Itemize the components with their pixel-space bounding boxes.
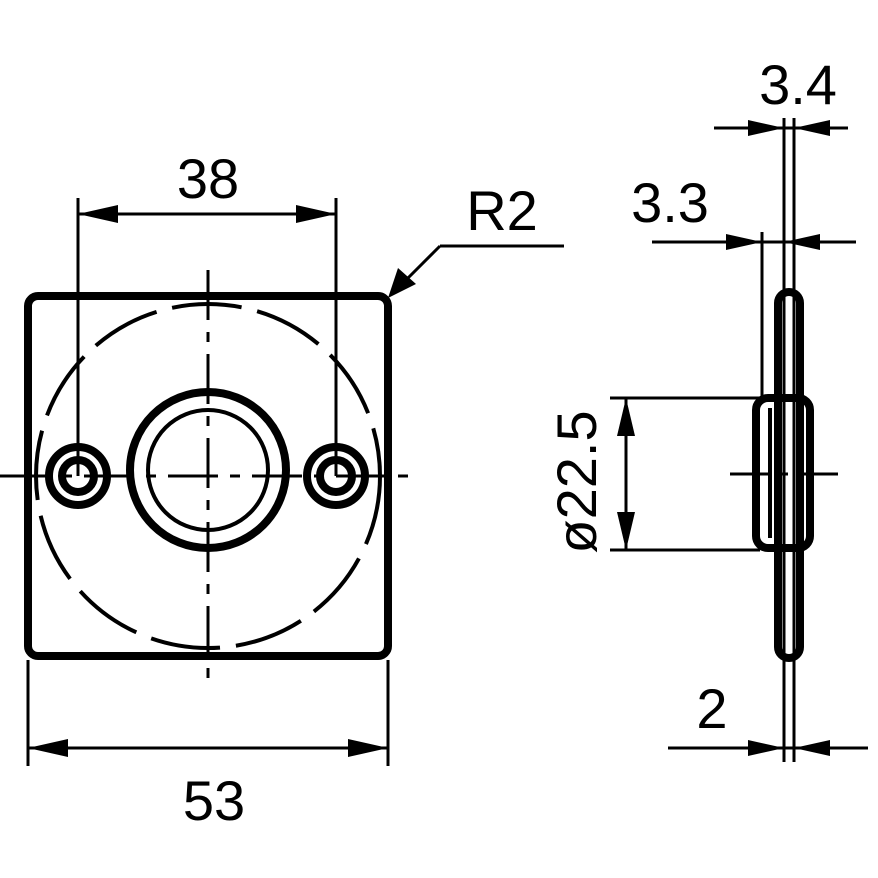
thickness-total-label: 3.4 [759,53,837,116]
front-view: 38 53 R2 [0,147,564,832]
dimension-thickness-total: 3.4 [714,53,848,136]
corner-radius-callout: R2 [388,179,564,298]
dimension-plate-thickness: 2 [668,677,868,756]
dimension-hole-spacing: 38 [76,147,338,476]
dimension-boss-diameter: ø22.5 [545,396,760,554]
thickness-offset-label: 3.3 [631,171,709,234]
dimension-thickness-offset: 3.3 [631,171,856,250]
dimension-overall-width: 53 [26,660,390,832]
plate-thickness-label: 2 [696,677,727,740]
overall-width-label: 53 [183,769,245,832]
boss-diameter-label: ø22.5 [545,410,608,553]
corner-radius-label: R2 [466,179,538,242]
hole-spacing-label: 38 [177,147,239,210]
side-view: 3.4 3.3 2 ø22.5 [545,53,868,762]
